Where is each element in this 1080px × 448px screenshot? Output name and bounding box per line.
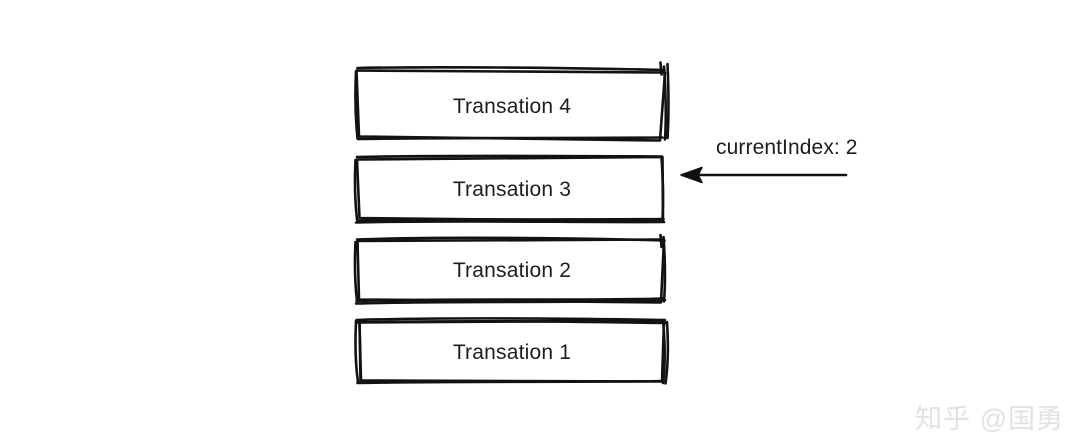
- box-label-transation-4: Transation 4: [452, 95, 572, 118]
- box-label-transation-1: Transation 1: [452, 341, 572, 364]
- box-transation-4-outline: [354, 61, 670, 142]
- box-transation-1-outline: [354, 317, 670, 385]
- current-index-arrow: [680, 166, 848, 184]
- box-transation-3-outline: [353, 154, 666, 224]
- box-label-transation-2: Transation 2: [452, 259, 572, 282]
- zhihu-watermark: 知乎 @国勇: [915, 404, 1064, 434]
- box-label-transation-3: Transation 3: [452, 178, 572, 201]
- box-transation-2-outline: [353, 233, 667, 305]
- current-index-annotation-label: currentIndex: 2: [716, 136, 858, 159]
